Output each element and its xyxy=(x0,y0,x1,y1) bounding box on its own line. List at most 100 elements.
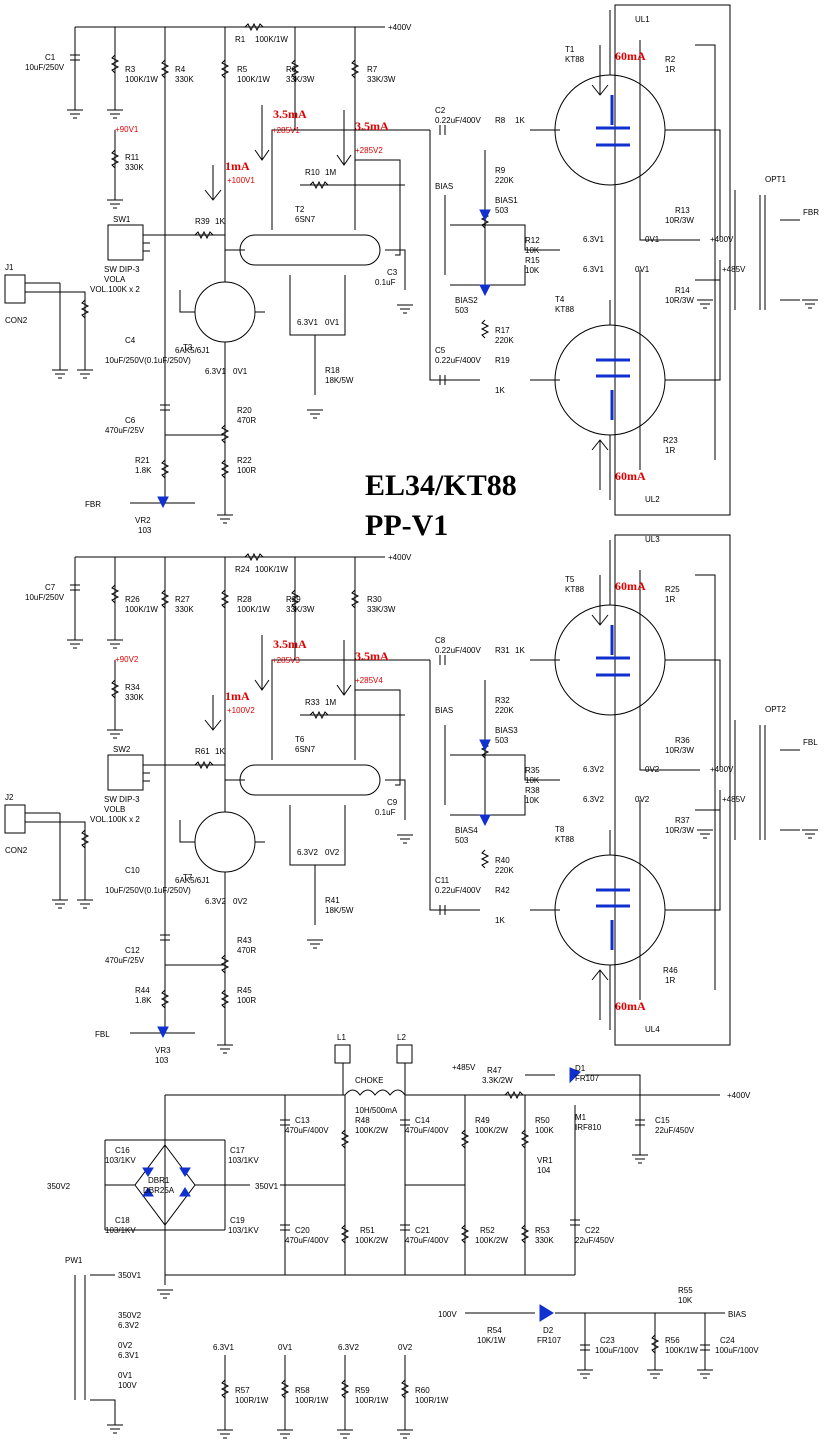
r34-value: 330K xyxy=(125,693,144,702)
r9-ref: R9 xyxy=(495,166,506,175)
vr1-ref: VR1 xyxy=(537,1156,553,1165)
c24-value: 100uF/100V xyxy=(715,1346,759,1355)
volb-ref: VOLB xyxy=(104,805,125,814)
r54-value: 10K/1W xyxy=(477,1336,506,1345)
heat0-t4: 0V1 xyxy=(635,265,650,274)
r9-value: 220K xyxy=(495,176,514,185)
heater2-zero-label: 0V2 xyxy=(233,897,248,906)
bias-in: BIAS xyxy=(435,182,453,191)
pw-pin3: 6.3V2 xyxy=(118,1321,139,1330)
j2-ref: J2 xyxy=(5,793,14,802)
r56-ref: R56 xyxy=(665,1336,680,1345)
r21-ref: R21 xyxy=(135,456,150,465)
bias2-in: BIAS xyxy=(435,706,453,715)
fbl-out: FBL xyxy=(803,738,818,747)
t6-heater: 6.3V2 xyxy=(297,848,318,857)
c22-ref: C22 xyxy=(585,1226,600,1235)
c10-ref: C10 xyxy=(125,866,140,875)
r2-value: 1R xyxy=(665,65,675,74)
d2-value: FR107 xyxy=(537,1336,562,1345)
vr3-ref: VR3 xyxy=(155,1046,171,1055)
t5-value: KT88 xyxy=(565,585,585,594)
r22-ref: R22 xyxy=(237,456,252,465)
c20-ref: C20 xyxy=(295,1226,310,1235)
v90-label: +90V1 xyxy=(115,125,139,134)
r20-ref: R20 xyxy=(237,406,252,415)
c14-ref: C14 xyxy=(415,1116,430,1125)
current-3p5a: 3.5mA xyxy=(273,107,307,121)
r58-value: 100R/1W xyxy=(295,1396,329,1405)
r29-ref: R29 xyxy=(286,595,301,604)
r7-value: 33K/3W xyxy=(367,75,396,84)
r12-ref: R12 xyxy=(525,236,540,245)
c13-value: 470uF/400V xyxy=(285,1126,329,1135)
r28-ref: R28 xyxy=(237,595,252,604)
r47-ref: R47 xyxy=(487,1066,502,1075)
biasa-value: 503 xyxy=(495,206,509,215)
channel-right xyxy=(4,4,818,524)
r8-value: 1K xyxy=(515,116,525,125)
ul-b: UL2 xyxy=(645,495,660,504)
r4-ref: R4 xyxy=(175,65,186,74)
heat-t5: 6.3V2 xyxy=(583,765,604,774)
r60-value: 100R/1W xyxy=(415,1396,449,1405)
c2-value: 0.22uF/400V xyxy=(435,116,481,125)
c18-value: 103/1KV xyxy=(105,1226,136,1235)
c7-value: 10uF/250V xyxy=(25,593,65,602)
current-1ma: 1mA xyxy=(225,159,250,173)
con-ref: CON2 xyxy=(5,316,28,325)
v285d-label: +285V4 xyxy=(355,676,383,685)
r5-ref: R5 xyxy=(237,65,248,74)
r61-value: 1K xyxy=(215,747,225,756)
r35-value: 10K xyxy=(525,776,540,785)
r33-value: 1M xyxy=(325,698,336,707)
t2-ref: T2 xyxy=(295,205,305,214)
r44-ref: R44 xyxy=(135,986,150,995)
r18-ref: R18 xyxy=(325,366,340,375)
t7-value: 6AK5/6J1 xyxy=(175,876,210,885)
v90-2-label: +90V2 xyxy=(115,655,139,664)
pw-pin4: 0V2 xyxy=(118,1341,133,1350)
fb-label: FBR xyxy=(85,500,101,509)
r48-ref: R48 xyxy=(355,1116,370,1125)
r14-value: 10R/3W xyxy=(665,296,694,305)
r19-value: 1K xyxy=(495,386,505,395)
b485-label: +485V xyxy=(722,265,746,274)
c15-ref: C15 xyxy=(655,1116,670,1125)
t7-ref: T7 xyxy=(183,873,193,882)
current2-1ma: 1mA xyxy=(225,689,250,703)
vol-ref: VOLA xyxy=(104,275,126,284)
r41-ref: R41 xyxy=(325,896,340,905)
r45-ref: R45 xyxy=(237,986,252,995)
psu-485: +485V xyxy=(452,1063,476,1072)
d1-value: FR107 xyxy=(575,1074,600,1083)
fb-out: FBR xyxy=(803,208,819,217)
c14-value: 470uF/400V xyxy=(405,1126,449,1135)
r13-value: 10R/3W xyxy=(665,216,694,225)
r28-value: 100K/1W xyxy=(237,605,270,614)
heater-label: 6.3V1 xyxy=(205,367,226,376)
r43-ref: R43 xyxy=(237,936,252,945)
bias3-value: 503 xyxy=(495,736,509,745)
c7-ref: C7 xyxy=(45,583,56,592)
r41-value: 18K/5W xyxy=(325,906,354,915)
c8-value: 0.22uF/400V xyxy=(435,646,481,655)
r21-value: 1.8K xyxy=(135,466,152,475)
r55-ref: R55 xyxy=(678,1286,693,1295)
vr-value: 103 xyxy=(138,526,152,535)
r36-value: 10R/3W xyxy=(665,746,694,755)
ul4: UL4 xyxy=(645,1025,660,1034)
m1-ref: M1 xyxy=(575,1113,587,1122)
c21-ref: C21 xyxy=(415,1226,430,1235)
c17-ref: C17 xyxy=(230,1146,245,1155)
r54-ref: R54 xyxy=(487,1326,502,1335)
v285c-label: +285V3 xyxy=(272,656,300,665)
t6-ref: T6 xyxy=(295,735,305,744)
r61-ref: R61 xyxy=(195,747,210,756)
c18-ref: C18 xyxy=(115,1216,130,1225)
c6-value: 470uF/25V xyxy=(105,426,145,435)
r51-ref: R51 xyxy=(360,1226,375,1235)
r15-value: 10K xyxy=(525,266,540,275)
channel2-labels: C7 10uF/250V R24 100K/1W +400V R26 100K/… xyxy=(5,535,818,1065)
r60-ref: R60 xyxy=(415,1386,430,1395)
